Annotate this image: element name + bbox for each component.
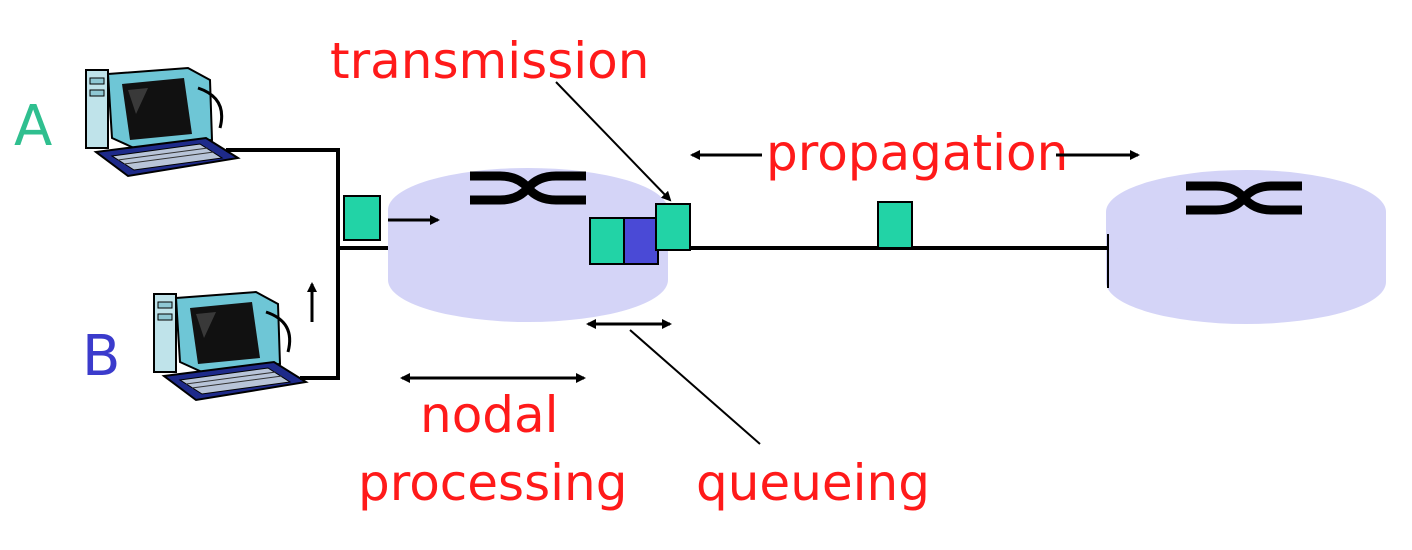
pointer-queueing (629, 329, 761, 445)
packet-propagating (877, 201, 913, 249)
label-propagation: propagation (766, 124, 1068, 182)
host-a: A (14, 66, 240, 178)
packet-queued-1 (589, 217, 625, 265)
host-b-label: B (82, 324, 120, 389)
desktop-computer-icon (152, 290, 308, 402)
label-nodal: nodal (420, 386, 559, 444)
packet-transmitting (655, 203, 691, 251)
label-transmission: transmission (330, 32, 649, 90)
packet-incoming (343, 195, 381, 241)
host-b: B (82, 290, 308, 402)
pointer-transmission (555, 81, 672, 202)
link-host-a (226, 148, 340, 380)
label-queueing: queueing (696, 454, 930, 512)
desktop-computer-icon (84, 66, 240, 178)
packet-queued-2 (623, 217, 659, 265)
router-right (1106, 170, 1386, 324)
label-processing: processing (358, 454, 627, 512)
host-a-label: A (14, 94, 52, 159)
